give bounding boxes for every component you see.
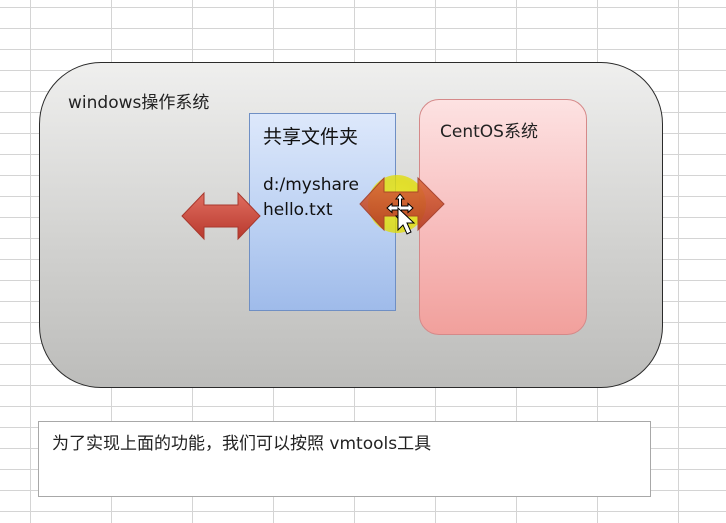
caption-text: 为了实现上面的功能，我们可以按照 vmtools工具	[52, 434, 432, 454]
shared-folder-path: d:/myshare	[263, 175, 359, 195]
double-arrow-icon	[181, 191, 261, 241]
shared-folder-file: hello.txt	[263, 200, 333, 220]
move-cursor-icon	[386, 193, 416, 235]
caption-box	[38, 421, 651, 497]
windows-system-label: windows操作系统	[68, 93, 210, 113]
shared-folder-title: 共享文件夹	[263, 126, 359, 148]
centos-system-box	[419, 99, 587, 335]
centos-system-label: CentOS系统	[440, 122, 538, 142]
